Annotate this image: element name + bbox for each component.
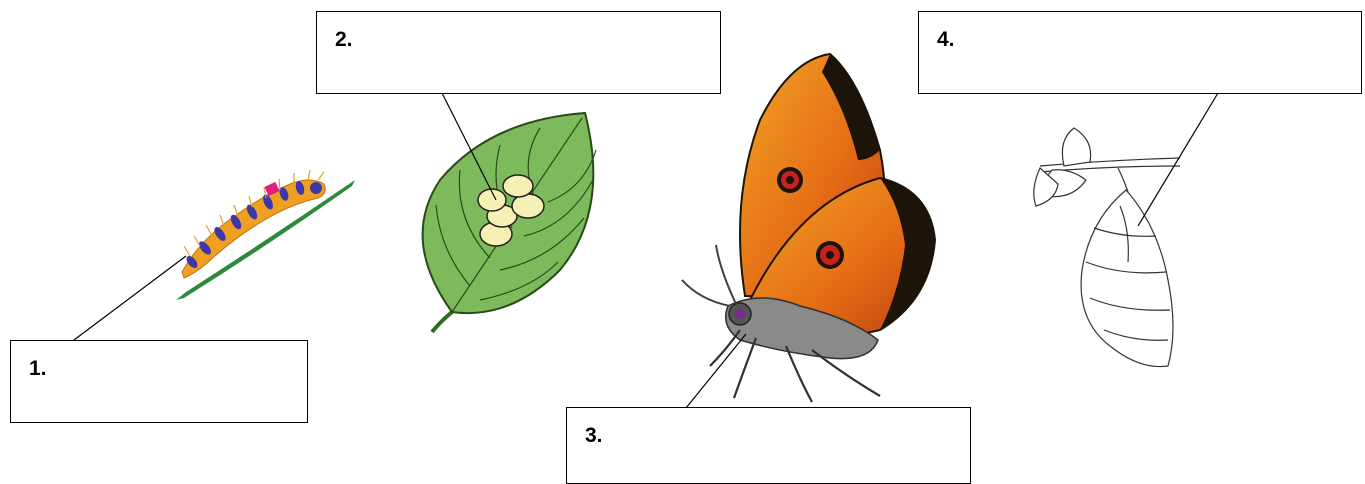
caterpillar-body bbox=[182, 180, 325, 278]
chrysalis-illustration bbox=[1034, 128, 1180, 367]
stage-number-4: 4. bbox=[937, 28, 955, 52]
chrysalis-leaf-top bbox=[1062, 128, 1090, 166]
butterfly-illustration bbox=[682, 54, 935, 402]
answer-box-2[interactable]: 2. bbox=[316, 11, 721, 94]
answer-box-3[interactable]: 3. bbox=[566, 407, 971, 484]
answer-box-1[interactable]: 1. bbox=[10, 340, 308, 423]
caterpillar-illustration bbox=[176, 170, 355, 300]
chrysalis-twig bbox=[1040, 158, 1180, 166]
leader-line-1 bbox=[70, 256, 186, 343]
chrysalis-stalk bbox=[1118, 168, 1128, 192]
stage-number-2: 2. bbox=[335, 28, 353, 52]
stage-number-1: 1. bbox=[29, 357, 47, 381]
leaf-with-eggs-illustration bbox=[423, 113, 596, 332]
answer-box-4[interactable]: 4. bbox=[918, 11, 1362, 94]
leader-line-3 bbox=[686, 334, 746, 408]
butterfly-antennae bbox=[682, 245, 736, 306]
butterfly-eye bbox=[735, 309, 745, 319]
stage-number-3: 3. bbox=[585, 424, 603, 448]
leaf-stem bbox=[432, 312, 452, 332]
